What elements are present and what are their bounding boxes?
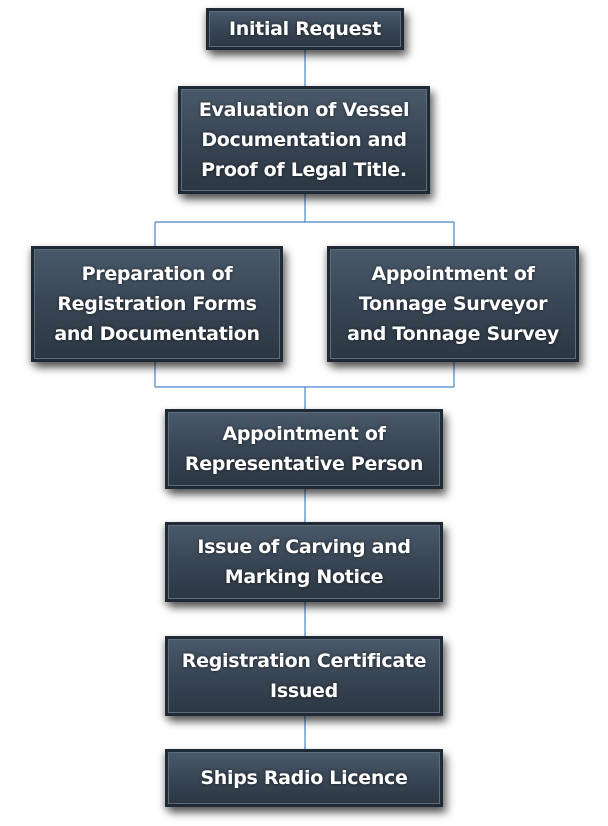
node-evaluation-of-vessel-documentation: Evaluation of Vessel Documentation and P… <box>178 86 430 194</box>
node-preparation-of-registration-forms: Preparation of Registration Forms and Do… <box>31 246 283 362</box>
node-appointment-of-tonnage-surveyor: Appointment of Tonnage Surveyor and Tonn… <box>327 246 579 362</box>
node-ships-radio-licence: Ships Radio Licence <box>165 749 443 807</box>
node-initial-request: Initial Request <box>206 8 404 50</box>
node-issue-of-carving-and-marking-notice: Issue of Carving and Marking Notice <box>165 522 443 602</box>
node-appointment-of-representative-person: Appointment of Representative Person <box>165 409 443 489</box>
node-registration-certificate-issued: Registration Certificate Issued <box>165 636 443 716</box>
